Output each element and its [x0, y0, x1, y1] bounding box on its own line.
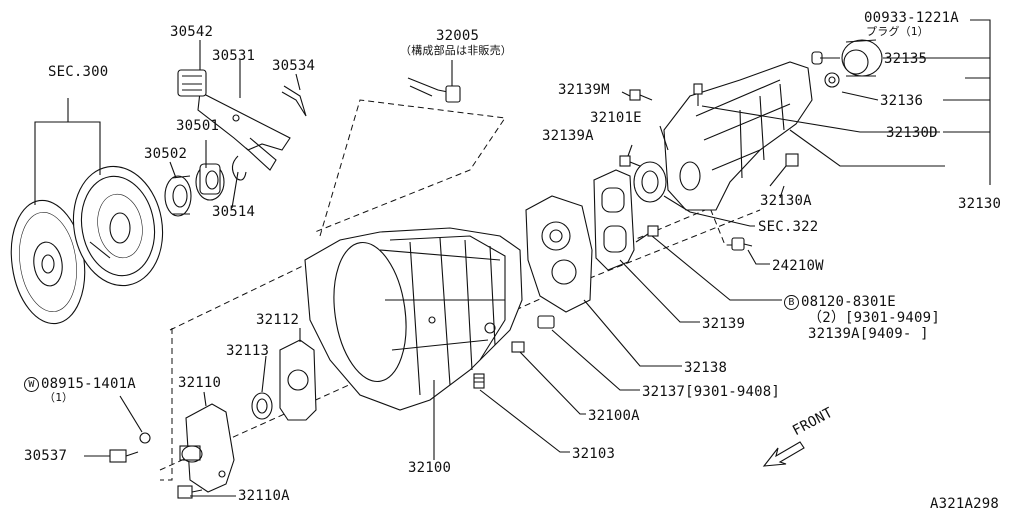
label-30537[interactable]: 30537 — [24, 448, 68, 464]
label-00933-note: プラグ（1） — [866, 25, 929, 38]
label-sec322[interactable]: SEC.322 — [758, 219, 819, 235]
label-32136[interactable]: 32136 — [880, 93, 924, 109]
label-08120-alt: 32139A[9409- ] — [808, 326, 929, 342]
rear-oil-seal — [841, 39, 883, 77]
washer-08915 — [139, 432, 151, 444]
label-32112[interactable]: 32112 — [256, 312, 300, 328]
clutch-cover — [72, 165, 164, 287]
label-32110[interactable]: 32110 — [178, 375, 222, 391]
intermediate-plate — [593, 169, 635, 271]
label-08120-number: 08120-8301E — [801, 294, 896, 310]
dust-boot — [177, 69, 207, 97]
bearing-sleeve — [195, 163, 225, 201]
label-sec300[interactable]: SEC.300 — [48, 64, 109, 80]
bolt-32130a — [769, 153, 799, 187]
b-mark: B — [784, 295, 799, 310]
bolt-08120 — [635, 225, 659, 243]
release-bearing — [164, 175, 192, 217]
label-32113[interactable]: 32113 — [226, 343, 270, 359]
bolt-32110a — [177, 485, 203, 499]
leader-lines — [84, 19, 991, 497]
release-fork — [197, 91, 291, 171]
label-32135[interactable]: 32135 — [884, 51, 928, 67]
label-32101e[interactable]: 32101E — [590, 110, 642, 126]
diagram-id: A321A298 — [930, 496, 1000, 512]
label-32100[interactable]: 32100 — [408, 460, 452, 476]
front-arrow-icon — [762, 441, 805, 467]
sec300-bracket — [34, 98, 101, 205]
label-32103[interactable]: 32103 — [572, 446, 616, 462]
label-32110a[interactable]: 32110A — [238, 488, 290, 504]
front-oil-seal — [251, 392, 273, 420]
filler-plug — [824, 72, 840, 88]
mainshaft-bearing — [633, 161, 667, 203]
transmission-case — [304, 227, 523, 411]
release-bearing-axis — [314, 99, 506, 237]
label-32130a[interactable]: 32130A — [760, 193, 812, 209]
bolt-30537 — [109, 449, 139, 463]
label-32005-note: （構成部品は非販売） — [400, 44, 512, 57]
assembly-axis-housing — [160, 328, 173, 481]
label-00933[interactable]: 00933-1221A — [864, 10, 959, 26]
rear-extension-housing — [663, 61, 813, 211]
return-spring — [281, 85, 307, 117]
label-32130d[interactable]: 32130D — [886, 125, 938, 141]
reverse-lamp-switch — [537, 315, 555, 329]
label-32139a[interactable]: 32139A — [542, 128, 594, 144]
spring-plug-32103 — [473, 373, 485, 389]
label-30534[interactable]: 30534 — [272, 58, 316, 74]
position-switch — [407, 77, 461, 103]
label-30542[interactable]: 30542 — [170, 24, 214, 40]
label-30531[interactable]: 30531 — [212, 48, 256, 64]
front-cover — [179, 403, 235, 493]
label-32005[interactable]: 32005 — [436, 28, 480, 44]
label-30514[interactable]: 30514 — [212, 204, 256, 220]
bolt-32139a — [619, 155, 641, 167]
label-32138[interactable]: 32138 — [684, 360, 728, 376]
label-08915-qty: （1） — [44, 391, 74, 404]
label-32139[interactable]: 32139 — [702, 316, 746, 332]
bolt-32139m — [629, 89, 653, 101]
label-32130[interactable]: 32130 — [958, 196, 1002, 212]
assembly-axis-lower — [159, 209, 761, 471]
label-08915-number: 08915-1401A — [41, 376, 136, 392]
front-cover-gasket — [279, 339, 317, 421]
clutch-disc — [10, 199, 86, 325]
label-32137[interactable]: 32137[9301-9408] — [642, 384, 781, 400]
label-30501[interactable]: 30501 — [176, 118, 220, 134]
assembly-axis-upper — [169, 247, 341, 331]
bolt-32130d — [693, 83, 703, 106]
label-32100a[interactable]: 32100A — [588, 408, 640, 424]
label-24210w[interactable]: 24210W — [772, 258, 824, 274]
label-30502[interactable]: 30502 — [144, 146, 188, 162]
label-32139m[interactable]: 32139M — [558, 82, 610, 98]
retaining-clip — [231, 155, 247, 181]
breather-24210w — [731, 237, 753, 251]
label-08120-qty: （2）[9301-9409] — [808, 310, 940, 326]
w-mark: W — [24, 377, 39, 392]
adapter-plate — [525, 195, 593, 313]
plug-32100a — [511, 341, 525, 353]
